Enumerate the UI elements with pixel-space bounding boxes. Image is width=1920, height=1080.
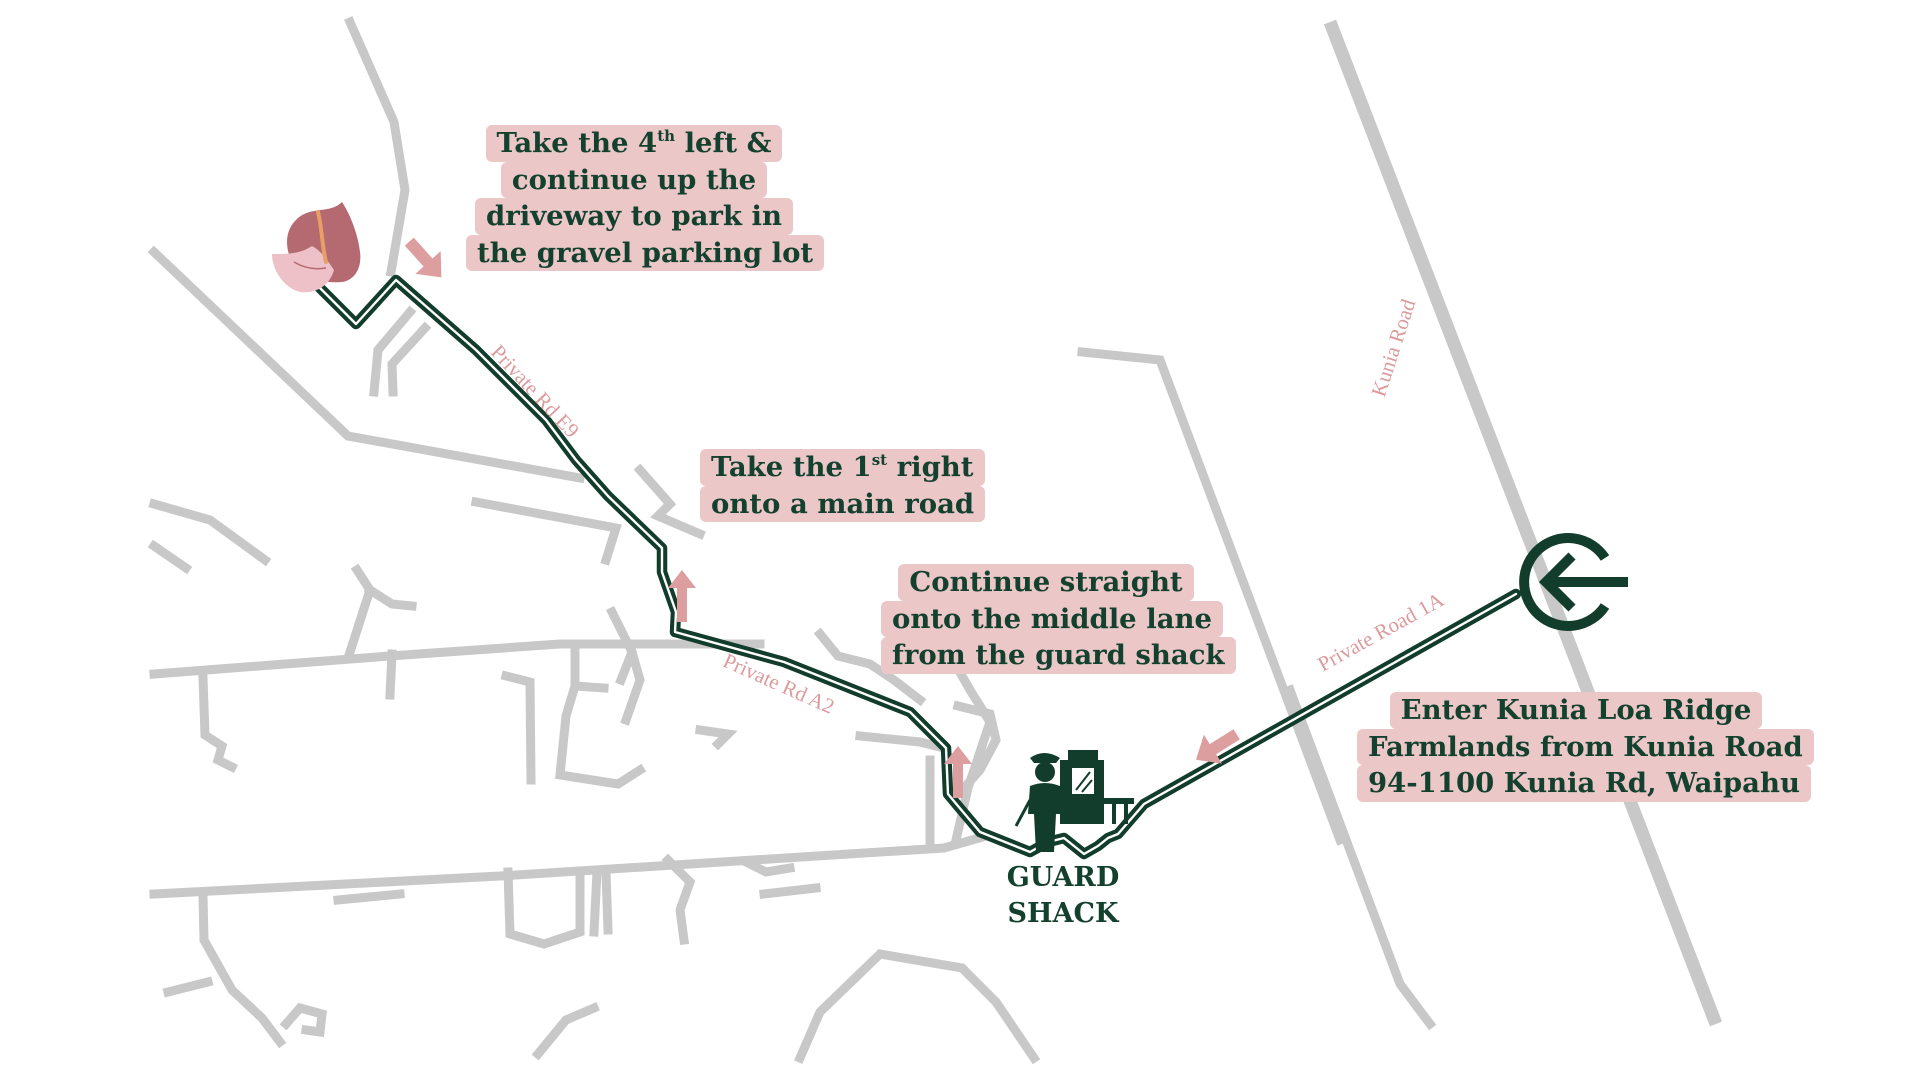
callout-first-right-line: onto a main road <box>700 485 986 522</box>
road-segment <box>620 646 645 726</box>
road-label-private-road-1a: Private Road 1A <box>1314 587 1449 676</box>
road-segment <box>794 949 1041 1065</box>
guard-shack-label-line: GUARD <box>1006 862 1120 893</box>
road-segment <box>148 498 272 567</box>
callout-superscript: th <box>657 127 676 145</box>
road-segment <box>589 867 602 937</box>
road-label-kunia-road: Kunia Road <box>1366 296 1420 400</box>
route-path <box>298 266 1522 860</box>
road-segment <box>759 883 821 899</box>
road-segment <box>1077 347 1346 846</box>
callout-continue-line: Continue straight <box>898 564 1194 601</box>
road-segment <box>531 1002 600 1061</box>
callout-text: left & <box>675 127 772 159</box>
road-segment <box>198 891 287 1049</box>
road-segment <box>1284 684 1437 1031</box>
road-segment <box>739 855 796 877</box>
road-segment <box>363 583 417 611</box>
callout-text: Take the 1 <box>711 451 872 483</box>
road-segment <box>369 305 417 397</box>
road-segment <box>633 463 706 540</box>
road-segment <box>149 830 992 899</box>
road-segment <box>813 627 927 707</box>
callout-enter-line: Farmlands from Kunia Road <box>1357 728 1814 765</box>
callout-fourth-left-line: continue up the <box>500 161 768 198</box>
callout-fourth-left-line: driveway to park in <box>475 198 793 235</box>
callout-enter: Enter Kunia Loa Ridge Farmlands from Kun… <box>1357 692 1814 802</box>
callout-enter-line: 94-1100 Kunia Rd, Waipahu <box>1357 765 1811 802</box>
road-segment <box>279 1002 327 1038</box>
pink-direction-arrow-icon <box>1195 729 1240 764</box>
guard-shack-label-line: SHACK <box>1007 898 1119 929</box>
road-segment <box>344 563 375 658</box>
callout-continue-line: onto the middle lane <box>881 600 1223 637</box>
road-segment <box>162 976 214 998</box>
road-segment <box>570 681 609 693</box>
callout-fourth-left: Take the 4th left & continue up the driv… <box>466 125 825 271</box>
callout-continue-line: from the guard shack <box>881 637 1236 674</box>
callout-text: right <box>887 451 974 483</box>
road-segment <box>601 867 613 935</box>
road-kunia <box>1323 19 1723 1027</box>
road-label-private-rd-e9: Private Rd E9 <box>486 340 584 443</box>
road-segment <box>470 496 622 566</box>
enter-arrow-icon <box>1519 533 1628 631</box>
road-segment <box>661 853 696 946</box>
pink-direction-arrow-icon <box>404 237 442 278</box>
guard-booth-icon <box>1014 750 1134 852</box>
road-segment <box>855 731 950 754</box>
callout-first-right-line: Take the 1st right <box>700 449 985 486</box>
callout-text: Take the 4 <box>496 127 658 159</box>
road-segment <box>344 16 410 278</box>
road-segment <box>605 605 637 686</box>
callout-fourth-left-line: the gravel parking lot <box>466 234 825 271</box>
road-segment <box>147 539 193 575</box>
road-segment <box>500 670 536 785</box>
pink-direction-arrow-icon <box>668 570 696 622</box>
callout-first-right: Take the 1st right onto a main road <box>700 449 986 522</box>
callout-superscript: st <box>871 451 888 469</box>
road-segment <box>694 724 738 751</box>
guard-shack-label: GUARD SHACK <box>980 860 1146 932</box>
anthurium-flower-icon <box>272 202 361 293</box>
road-segment <box>333 889 405 905</box>
road-segment <box>385 649 397 700</box>
route-line-highlight <box>302 270 1518 856</box>
pink-direction-arrow-icon <box>944 746 972 798</box>
road-segment <box>503 867 585 949</box>
callout-continue: Continue straight onto the middle lane f… <box>881 564 1236 674</box>
road-segment <box>555 647 647 789</box>
road-segment <box>147 245 586 484</box>
road-segment <box>149 639 765 679</box>
road-segment <box>387 321 432 397</box>
road-segment <box>198 673 239 774</box>
callout-fourth-left-line: Take the 4th left & <box>485 125 783 162</box>
callout-enter-line: Enter Kunia Loa Ridge <box>1389 692 1763 729</box>
